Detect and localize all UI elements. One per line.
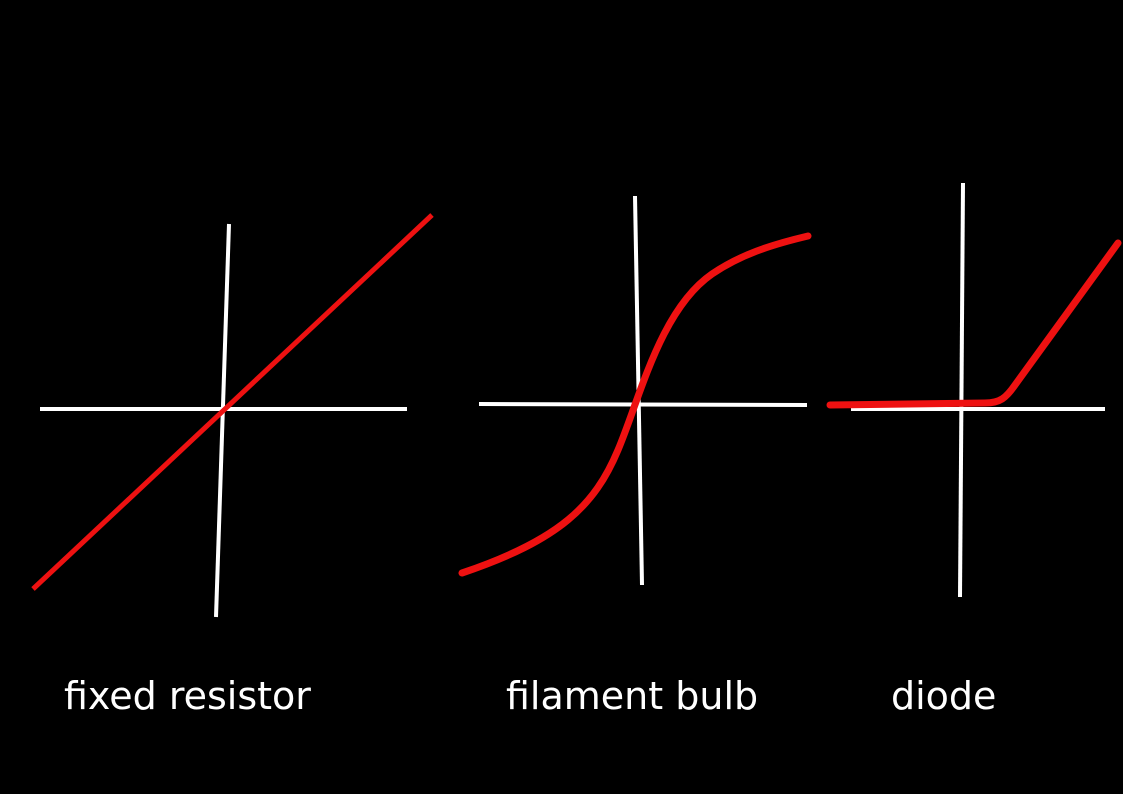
fixed-resistor-y-axis [214, 223, 231, 618]
diode-label: diode [891, 674, 997, 718]
diode-graph [826, 182, 1122, 598]
filament-bulb-label: filament bulb [506, 674, 759, 718]
filament-bulb-curve [458, 232, 812, 577]
fixed-resistor-label: fixed resistor [64, 674, 311, 718]
diode-curve [826, 239, 1122, 409]
filament-bulb-x-axis [478, 402, 808, 407]
diode-y-axis [958, 182, 965, 598]
filament-bulb-graph [458, 195, 812, 586]
fixed-resistor-curve [31, 213, 434, 591]
fixed-resistor-graph [31, 213, 434, 618]
